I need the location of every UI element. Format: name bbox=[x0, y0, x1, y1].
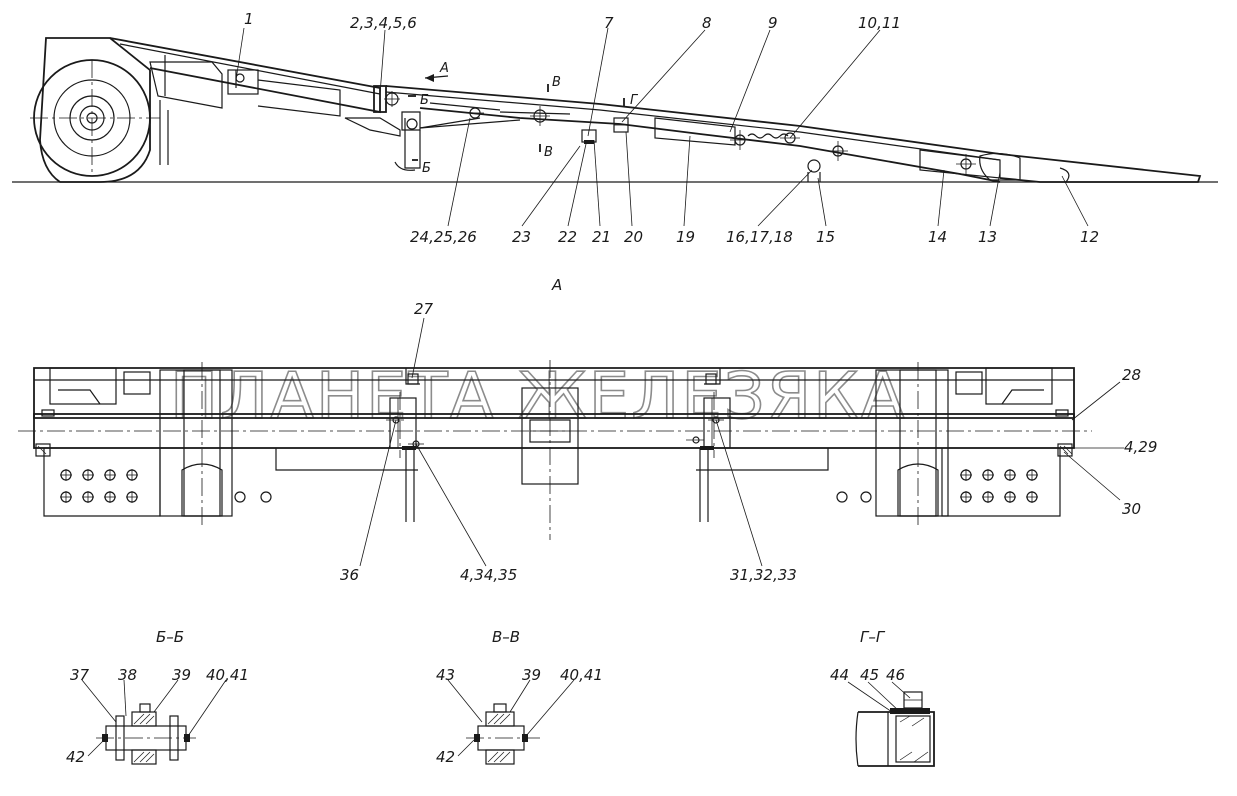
callout-20: 20 bbox=[624, 228, 643, 246]
callout-14: 14 bbox=[928, 228, 947, 246]
end-caps bbox=[35, 409, 1073, 457]
pins bbox=[466, 106, 976, 182]
callout-4-29: 4,29 bbox=[1124, 438, 1157, 456]
callout-19: 19 bbox=[676, 228, 695, 246]
callout-16-18: 16,17,18 bbox=[726, 228, 793, 246]
section-v-mark-bottom: В bbox=[544, 145, 553, 160]
section-gg: Г–Г 44 45 46 bbox=[830, 628, 935, 767]
callout-2-6: 2,3,4,5,6 bbox=[350, 14, 417, 32]
section-bb: Б–Б 37 38 39 40,41 42 bbox=[66, 628, 249, 766]
callout-45: 45 bbox=[860, 666, 879, 684]
section-b-mark-bottom: Б bbox=[422, 161, 431, 176]
section-gg-title: Г–Г bbox=[860, 628, 886, 646]
callout-39-vv: 39 bbox=[522, 666, 541, 684]
callout-24-26: 24,25,26 bbox=[410, 228, 477, 246]
right-inner-bracket bbox=[686, 368, 731, 522]
callout-43: 43 bbox=[436, 666, 455, 684]
section-vv: В–В 43 39 40,41 42 bbox=[436, 628, 603, 766]
right-hub bbox=[836, 362, 1053, 526]
callout-10-11: 10,11 bbox=[858, 14, 901, 32]
wheel bbox=[30, 37, 169, 183]
callout-23: 23 bbox=[512, 228, 531, 246]
watermark: ПЛАНЕТА ЖЕЛЕЗЯКА bbox=[170, 360, 906, 434]
callout-38: 38 bbox=[118, 666, 137, 684]
callout-27: 27 bbox=[414, 300, 434, 318]
callout-15: 15 bbox=[816, 228, 835, 246]
callout-36: 36 bbox=[340, 566, 359, 584]
callout-30: 30 bbox=[1122, 500, 1141, 518]
section-vv-title: В–В bbox=[492, 628, 520, 646]
callout-42-vv: 42 bbox=[436, 748, 455, 766]
left-hub bbox=[49, 362, 272, 526]
callout-37: 37 bbox=[70, 666, 90, 684]
view-a-title: А bbox=[551, 276, 562, 294]
right-bolt-row bbox=[960, 469, 1038, 503]
side-view: А Б Б В В Г bbox=[12, 10, 1218, 246]
callout-42-bb: 42 bbox=[66, 748, 85, 766]
hinge-joint bbox=[344, 85, 421, 137]
side-leaders bbox=[235, 27, 1089, 227]
section-bb-title-text: Б–Б bbox=[156, 628, 184, 646]
callout-9: 9 bbox=[768, 14, 778, 32]
callout-1: 1 bbox=[244, 10, 254, 28]
section-g-mark: Г bbox=[630, 93, 639, 108]
callout-39-bb: 39 bbox=[172, 666, 191, 684]
callout-22: 22 bbox=[558, 228, 577, 246]
callout-40-41-bb: 40,41 bbox=[206, 666, 249, 684]
left-bolt-row bbox=[60, 469, 138, 503]
callout-12: 12 bbox=[1080, 228, 1099, 246]
callout-21: 21 bbox=[592, 228, 611, 246]
callout-7: 7 bbox=[604, 14, 614, 32]
view-a-leaders bbox=[359, 317, 1124, 567]
section-b-mark-top: Б bbox=[420, 93, 429, 108]
callout-31-33: 31,32,33 bbox=[730, 566, 797, 584]
view-a-mark: А bbox=[439, 61, 449, 76]
section-v-mark-top: В bbox=[552, 75, 561, 90]
upper-ramp bbox=[109, 37, 381, 117]
callout-13: 13 bbox=[978, 228, 997, 246]
callout-8: 8 bbox=[702, 14, 712, 32]
center-block bbox=[521, 360, 579, 540]
callout-4-34-35: 4,34,35 bbox=[460, 566, 517, 584]
callout-46: 46 bbox=[886, 666, 905, 684]
view-a: А bbox=[18, 276, 1157, 584]
callout-28: 28 bbox=[1122, 366, 1141, 384]
support-leg bbox=[394, 117, 521, 171]
callout-40-41-vv: 40,41 bbox=[560, 666, 603, 684]
callout-44: 44 bbox=[830, 666, 849, 684]
section-marks: А Б Б В В Г bbox=[408, 61, 639, 176]
